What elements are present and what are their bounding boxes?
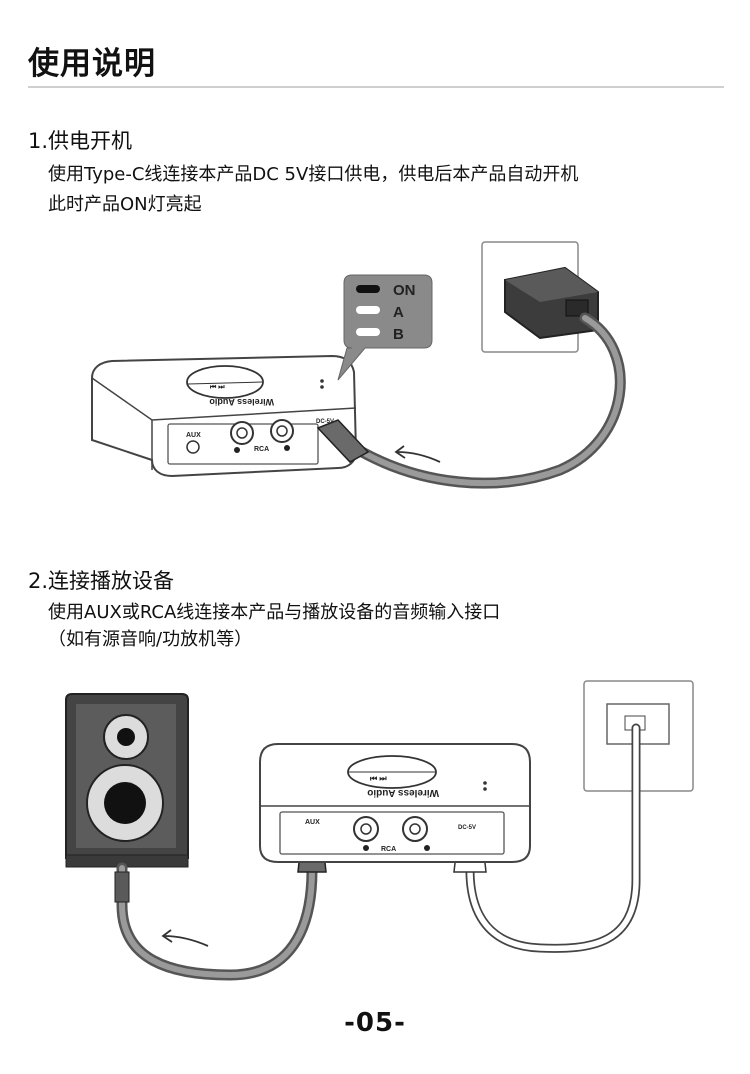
receiver-device-2: ⏮ ⏭ [259, 743, 531, 863]
direction-arrow-2 [163, 935, 209, 947]
device-brand-label-2: Wireless Audio [367, 787, 439, 798]
audio-connection-illustration: ⏮ ⏭ Wireless Audio AUX RCA DC-5V [65, 680, 694, 981]
page-title: 使用说明 [28, 46, 156, 82]
direction-arrow [396, 451, 441, 463]
port-aux-label-2: AUX [305, 819, 320, 826]
indicator-on-label: ON [393, 282, 416, 299]
indicator-a-label: A [393, 304, 404, 321]
b-led-indicator [356, 328, 380, 336]
svg-text:⏮ ⏭: ⏮ ⏭ [210, 384, 225, 391]
step-1-line-1: 使用Type-C线连接本产品DC 5V接口供电，供电后本产品自动开机 [48, 164, 579, 185]
port-aux-label: AUX [186, 432, 201, 439]
port-dc-label-2: DC-5V [458, 825, 476, 831]
speaker [65, 693, 189, 868]
on-led-indicator [356, 285, 380, 293]
step-2-line-2: （如有源音响/功放机等） [48, 629, 253, 650]
indicator-b-label: B [393, 326, 404, 343]
power-connection-illustration: ⏮ ⏭ Wireless Audio AUX RCA DC-5V ON A B [91, 241, 626, 489]
step-2-heading: 2.连接播放设备 [28, 569, 175, 593]
step-2-line-1: 使用AUX或RCA线连接本产品与播放设备的音频输入接口 [48, 602, 501, 623]
port-rca-label: RCA [254, 446, 269, 453]
type-c-plug [316, 419, 370, 463]
step-1-line-2: 此时产品ON灯亮起 [48, 194, 202, 215]
port-dc-label: DC-5V [316, 419, 334, 425]
svg-text:⏮ ⏭: ⏮ ⏭ [370, 774, 387, 783]
title-divider [28, 86, 724, 88]
port-rca-label-2: RCA [381, 846, 396, 853]
receiver-device: ⏮ ⏭ [91, 354, 358, 478]
indicator-callout [337, 274, 433, 381]
page-number: -05- [344, 1008, 406, 1038]
step-1-heading: 1.供电开机 [28, 129, 133, 153]
a-led-indicator [356, 306, 380, 314]
device-brand-label: Wireless Audio [209, 397, 274, 407]
